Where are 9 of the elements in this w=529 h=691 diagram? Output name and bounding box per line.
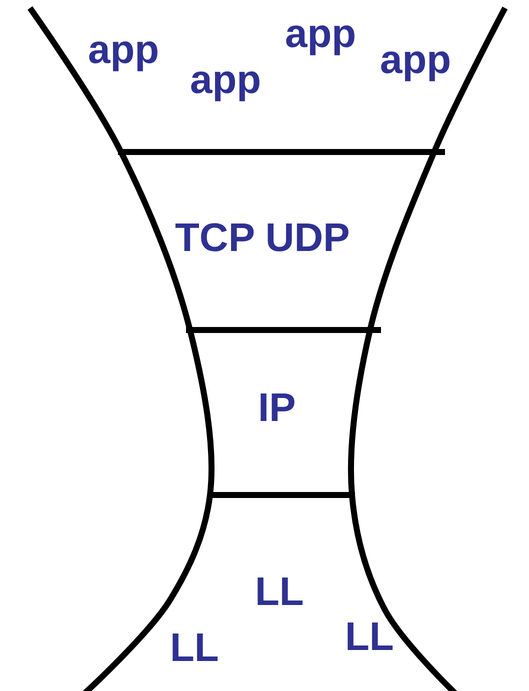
layer-label: LL (170, 628, 219, 668)
layer-label: LL (255, 572, 304, 612)
layer-label: app (380, 40, 452, 80)
layer-label: IP (258, 388, 296, 428)
layer-label: LL (345, 617, 394, 657)
layer-label: app (88, 30, 160, 70)
layer-label: TCP UDP (175, 218, 350, 258)
layer-label: app (285, 14, 356, 54)
layer-label: app (190, 60, 262, 100)
